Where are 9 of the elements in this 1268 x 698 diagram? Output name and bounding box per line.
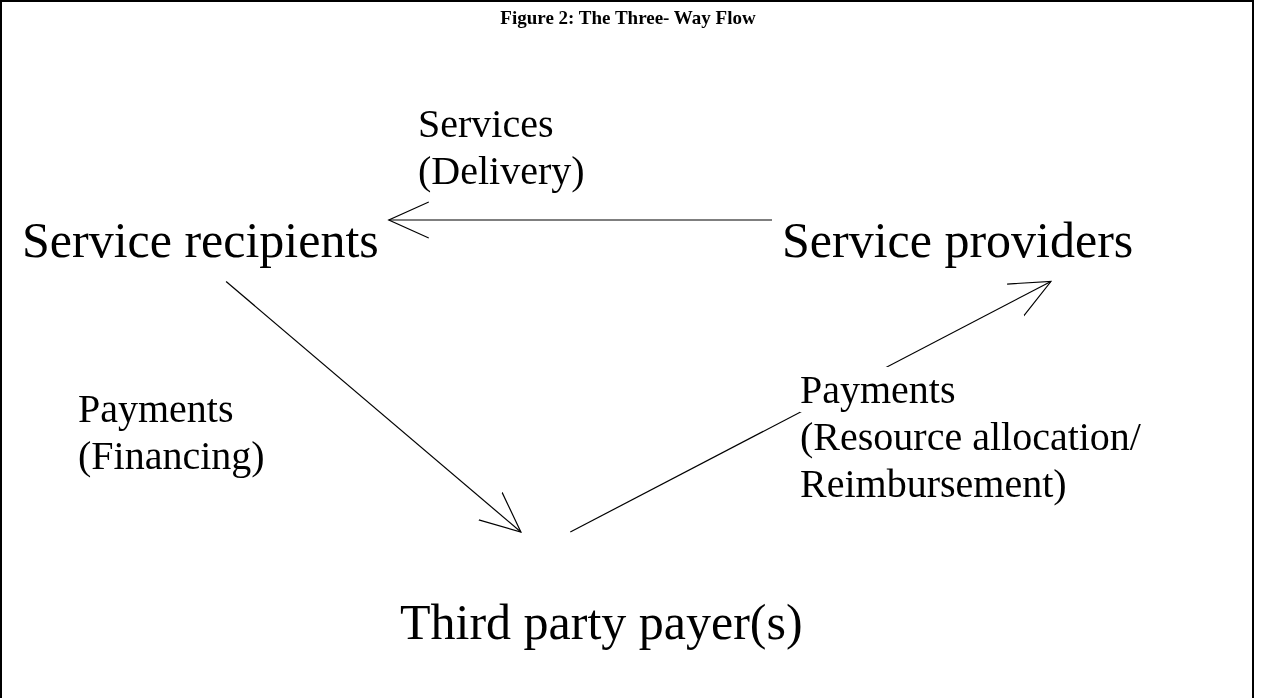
figure-title: Figure 2: The Three- Way Flow — [499, 7, 757, 29]
node-label: Service providers — [782, 212, 1134, 270]
node-label: Third party payer(s) — [400, 594, 803, 652]
node-label: Service recipients — [22, 212, 379, 270]
edge-label: Services (Delivery) — [418, 100, 586, 195]
edge-label: Payments (Financing) — [78, 385, 266, 480]
arrow — [225, 280, 522, 533]
arrow — [388, 201, 773, 239]
edge-label: Payments (Resource allocation/ Reimbursement) — [800, 366, 1142, 508]
